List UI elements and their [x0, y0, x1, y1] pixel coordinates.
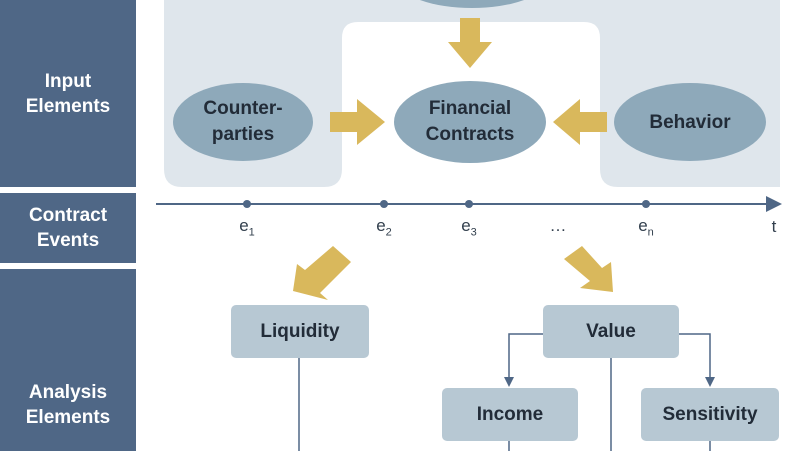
sidebar-contract-line1: Contract	[28, 205, 108, 226]
value-to-income-connector	[504, 333, 543, 387]
financial-contracts-ellipse	[394, 81, 546, 163]
sidebar-input-line2: Elements	[25, 95, 111, 117]
event-dot-n	[642, 200, 650, 208]
top-ellipse	[420, 0, 524, 8]
event-label-ellipsis: …	[538, 214, 578, 240]
event-label-1-sub: 1	[248, 226, 255, 239]
event-label-ellipsis-base: …	[549, 215, 567, 235]
value-box	[543, 305, 679, 358]
arrow-left-to-contracts	[553, 99, 607, 145]
event-label-3-sub: 3	[470, 226, 477, 239]
value-label: Value	[543, 305, 679, 358]
event-label-n: en	[626, 214, 666, 240]
sidebar-analysis-elements: Analysis Elements	[0, 269, 136, 451]
value-to-sensitivity-connector	[679, 333, 715, 387]
event-label-2-sub: 2	[385, 226, 392, 239]
behavior-line1: Behavior	[649, 112, 731, 133]
liquidity-label: Liquidity	[231, 305, 369, 358]
counterparties-line2: parties	[211, 124, 275, 145]
event-label-3: e3	[449, 214, 489, 240]
sidebar-input-elements: Input Elements	[0, 0, 136, 187]
event-dot-3	[465, 200, 473, 208]
income-box	[442, 388, 578, 441]
sidebar-contract-events: Contract Events	[0, 193, 136, 263]
event-label-n-base: e	[638, 215, 648, 235]
liquidity-text: Liquidity	[260, 320, 340, 342]
arrow-down-right	[564, 246, 613, 292]
event-label-n-sub: n	[647, 226, 654, 239]
timeline-axis-label: t	[762, 214, 786, 240]
behavior-label: Behavior	[614, 108, 766, 138]
income-text: Income	[476, 403, 544, 425]
financial-contracts-line1: Financial	[428, 98, 512, 119]
arrow-down-to-contracts	[448, 18, 492, 68]
sidebar-analysis-line1: Analysis	[28, 382, 108, 403]
arrow-right-to-contracts	[330, 99, 385, 145]
sensitivity-box	[641, 388, 779, 441]
event-label-3-base: e	[461, 215, 471, 235]
event-dot-2	[380, 200, 388, 208]
sidebar-input-line1: Input	[44, 70, 92, 92]
counterparties-label: Counter- parties	[173, 92, 313, 152]
sidebar-analysis-line2: Elements	[25, 407, 111, 428]
event-label-2-base: e	[376, 215, 386, 235]
event-label-1: e1	[227, 214, 267, 240]
financial-contracts-label: Financial Contracts	[394, 92, 546, 152]
income-label: Income	[442, 388, 578, 441]
event-dot-1	[243, 200, 251, 208]
sensitivity-label: Sensitivity	[641, 388, 779, 441]
event-label-2: e2	[364, 214, 404, 240]
arrow-down-left	[293, 246, 351, 300]
timeline-arrowhead	[766, 196, 782, 212]
counterparties-line1: Counter-	[203, 98, 283, 119]
financial-contracts-line2: Contracts	[425, 124, 515, 145]
liquidity-box	[231, 305, 369, 358]
value-text: Value	[586, 320, 636, 342]
counterparties-ellipse	[173, 83, 313, 161]
behavior-ellipse	[614, 83, 766, 161]
sensitivity-text: Sensitivity	[662, 403, 758, 425]
event-label-1-base: e	[239, 215, 249, 235]
timeline-axis-label-text: t	[771, 217, 777, 236]
sidebar-contract-line2: Events	[36, 230, 100, 251]
